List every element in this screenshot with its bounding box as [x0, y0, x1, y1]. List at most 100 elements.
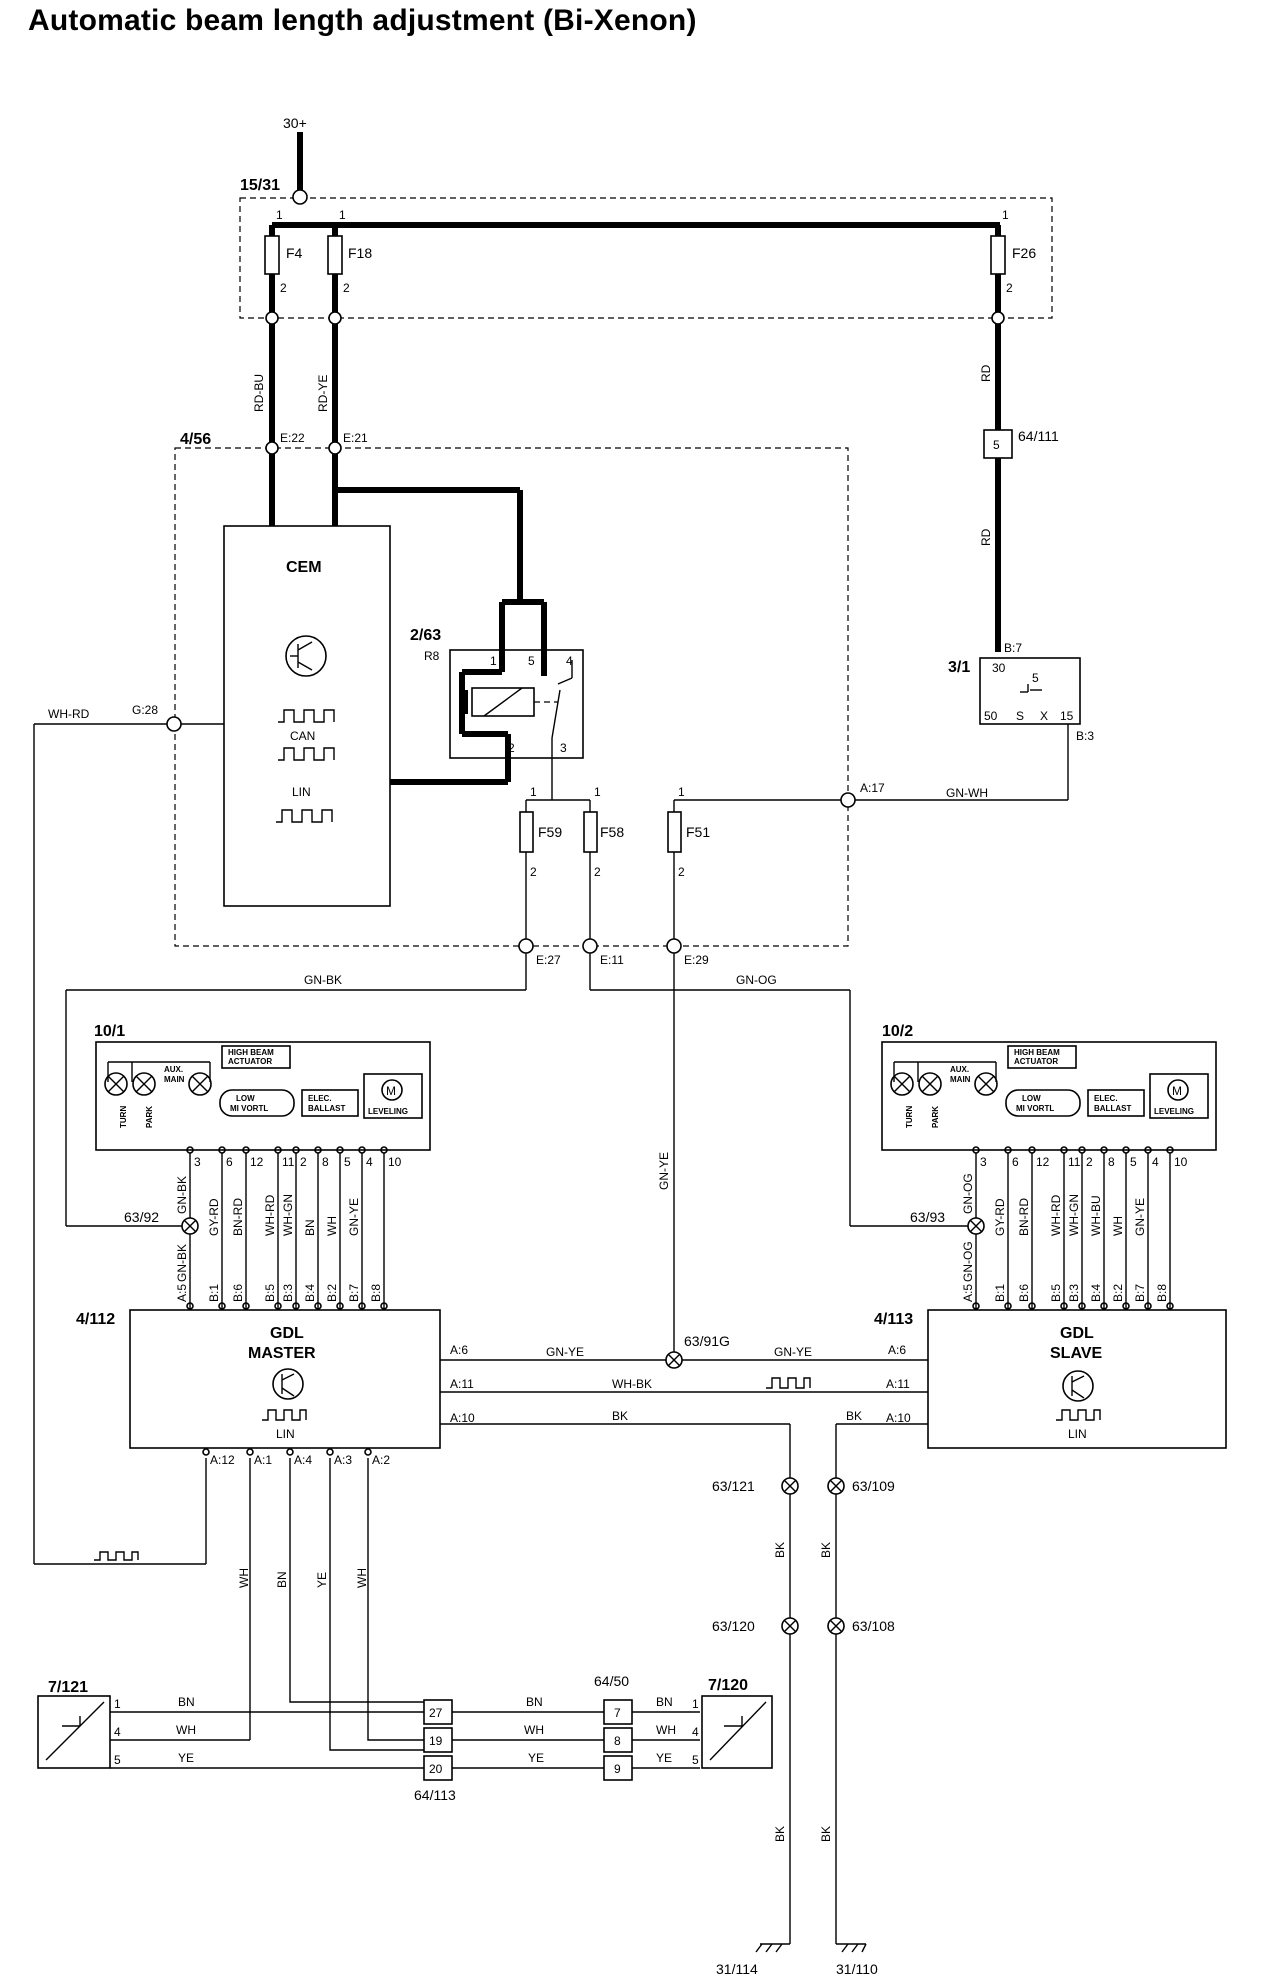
sensor-left-pin-5: 5	[114, 1753, 121, 1767]
f59-pin-in: 1	[530, 785, 537, 799]
gdl-top-pin-label: B:8	[1155, 1284, 1169, 1302]
hl-right-wire-label: BN-RD	[1017, 1198, 1031, 1236]
hl-right-wire-label: GN-OG	[961, 1173, 975, 1214]
fuse-f18	[327, 235, 343, 275]
sensor-right-pin-5: 5	[692, 1753, 699, 1767]
splice-63-93-label: 63/93	[910, 1209, 945, 1225]
gdl-bottom-pin-label: A:2	[372, 1453, 390, 1467]
headlamp-right-contents: AUX. MAIN TURN PARK HIGH BEAM ACTUATOR L…	[890, 1045, 1209, 1128]
leveling-label: LEVELING	[1154, 1107, 1194, 1116]
wire-wh-2: WH	[355, 1568, 369, 1588]
cem-lin-signal-icon	[276, 809, 333, 823]
sensor-right-wire-ye: YE	[656, 1751, 672, 1765]
f26-pin-out: 2	[1006, 281, 1013, 295]
gdl-top-pin-label: B:3	[281, 1284, 295, 1302]
gdl-top-pin-label: B:4	[1089, 1284, 1103, 1302]
ignition-switch: 3/1 B:7 30 5 50 S X 15 B:3 A:17 GN-WH	[674, 641, 1094, 808]
gdl-pin	[242, 1302, 250, 1310]
f58-pin-out: 2	[594, 865, 601, 879]
hl-left-pin-label: 10	[388, 1155, 402, 1169]
headlamp-left-box	[95, 1041, 431, 1151]
f18-pin-out: 2	[343, 281, 350, 295]
wire-wh-rd-label: WH-RD	[48, 707, 90, 721]
splice-63-92-label: 63/92	[124, 1209, 159, 1225]
wire-gn-bk-label: GN-BK	[304, 973, 342, 987]
cem-outline	[174, 447, 849, 947]
fuse-f51	[667, 811, 682, 853]
f18-pin-in: 1	[339, 208, 346, 222]
motor-label: M	[1172, 1084, 1182, 1098]
relay-name: R8	[424, 649, 440, 663]
hl-left-wire-label: GY-RD	[207, 1198, 221, 1236]
gdl-bottom-pin	[364, 1448, 372, 1456]
main-lamp-icon	[974, 1072, 998, 1096]
gdl-top-pin-label: B:6	[1017, 1284, 1031, 1302]
headlamp-right-id: 10/2	[882, 1023, 913, 1040]
splice-63-121-label: 63/121	[712, 1478, 755, 1494]
f4-pin-out: 2	[280, 281, 287, 295]
high-beam-actuator-box	[1007, 1045, 1077, 1069]
gdl-master-role: MASTER	[248, 1345, 316, 1362]
gdl-top-pin-label: B:2	[325, 1284, 339, 1302]
wire-rd-ye-label: RD-YE	[316, 375, 330, 412]
gdl-bottom-pin-label: A:12	[210, 1453, 235, 1467]
ballast-label-2: BALLAST	[1094, 1104, 1131, 1113]
gdl-bottom-pin-label: A:3	[334, 1453, 352, 1467]
ignition-pin-s: S	[1016, 709, 1024, 723]
cem-can-label: CAN	[290, 729, 315, 743]
relay-pin-1: 1	[490, 654, 497, 668]
headlamp-right: 10/2 AUX. MAIN TURN PARK HIGH BEAM ACTUA…	[881, 1023, 1217, 1310]
f4-pin-in: 1	[276, 208, 283, 222]
gdl-pin	[1166, 1302, 1174, 1310]
hl-right-pin-label: 5	[1130, 1155, 1137, 1169]
ballast-box	[1087, 1089, 1145, 1117]
gdl-top-pin-label: B:8	[369, 1284, 383, 1302]
diagram-title: Automatic beam length adjustment (Bi-Xen…	[28, 4, 697, 37]
wire-gn-ye-label: GN-YE	[657, 1152, 671, 1190]
link-wire-ye: YE	[528, 1751, 544, 1765]
ignition-pin-15: 15	[1060, 709, 1074, 723]
gdl-top-pin-label: B:1	[993, 1284, 1007, 1302]
conn-64-113-pin-19-label: 19	[429, 1734, 443, 1748]
gdl-bottom-pin-label: A:1	[254, 1453, 272, 1467]
sensor-right-icon	[709, 1701, 767, 1761]
hl-left-wire-label: WH-RD	[263, 1194, 277, 1236]
hl-right-pin-label: 6	[1012, 1155, 1019, 1169]
ignition-box	[979, 657, 1081, 725]
splice-63-109-label: 63/109	[852, 1478, 895, 1494]
cem-label: CEM	[286, 559, 322, 576]
ground-symbols	[755, 1943, 867, 1953]
fuse-f58	[583, 811, 598, 853]
park-label: PARK	[145, 1106, 154, 1128]
sensor-left-wire-bn: BN	[178, 1695, 195, 1709]
wire-rd-label-1: RD	[979, 364, 993, 382]
motor-icon	[381, 1079, 403, 1101]
gdl-top-pin-label: B:3	[1067, 1284, 1081, 1302]
bus-wh-bk: WH-BK	[612, 1377, 652, 1391]
gdl-slave-id: 4/113	[874, 1311, 913, 1328]
cem-pin-e29: E:29	[684, 953, 709, 967]
gdl-top-pin-label: B:4	[303, 1284, 317, 1302]
ballast-label-2: BALLAST	[308, 1104, 345, 1113]
sensor-right-box	[701, 1695, 773, 1769]
wire-rd-bu-label: RD-BU	[252, 374, 266, 412]
fuse-f18-label: F18	[348, 245, 372, 261]
gdl-bottom-pin	[326, 1448, 334, 1456]
gdl-top-pin-label: B:7	[1133, 1284, 1147, 1302]
ground-31-114-label: 31/114	[716, 1961, 758, 1977]
ignition-id: 3/1	[948, 659, 970, 676]
gdl-pin	[336, 1302, 344, 1310]
fuse-f4	[264, 235, 280, 275]
f59-pin-out: 2	[530, 865, 537, 879]
ignition-pin-b3: B:3	[1076, 729, 1094, 743]
fusebox-input-node	[292, 189, 308, 205]
splice-63-91g-label: 63/91G	[684, 1333, 730, 1349]
sensor-left-pin-1: 1	[114, 1697, 121, 1711]
bus-lin-signal-icon	[766, 1377, 811, 1389]
cem-pin-e27: E:27	[536, 953, 561, 967]
fusebox-outline	[239, 197, 1053, 319]
hl-right-pin-label: 12	[1036, 1155, 1050, 1169]
conn-64-50-label: 64/50	[594, 1673, 629, 1689]
supply-terminal-label: 30+	[283, 115, 307, 131]
sensor-right-wire-wh: WH	[656, 1723, 676, 1737]
